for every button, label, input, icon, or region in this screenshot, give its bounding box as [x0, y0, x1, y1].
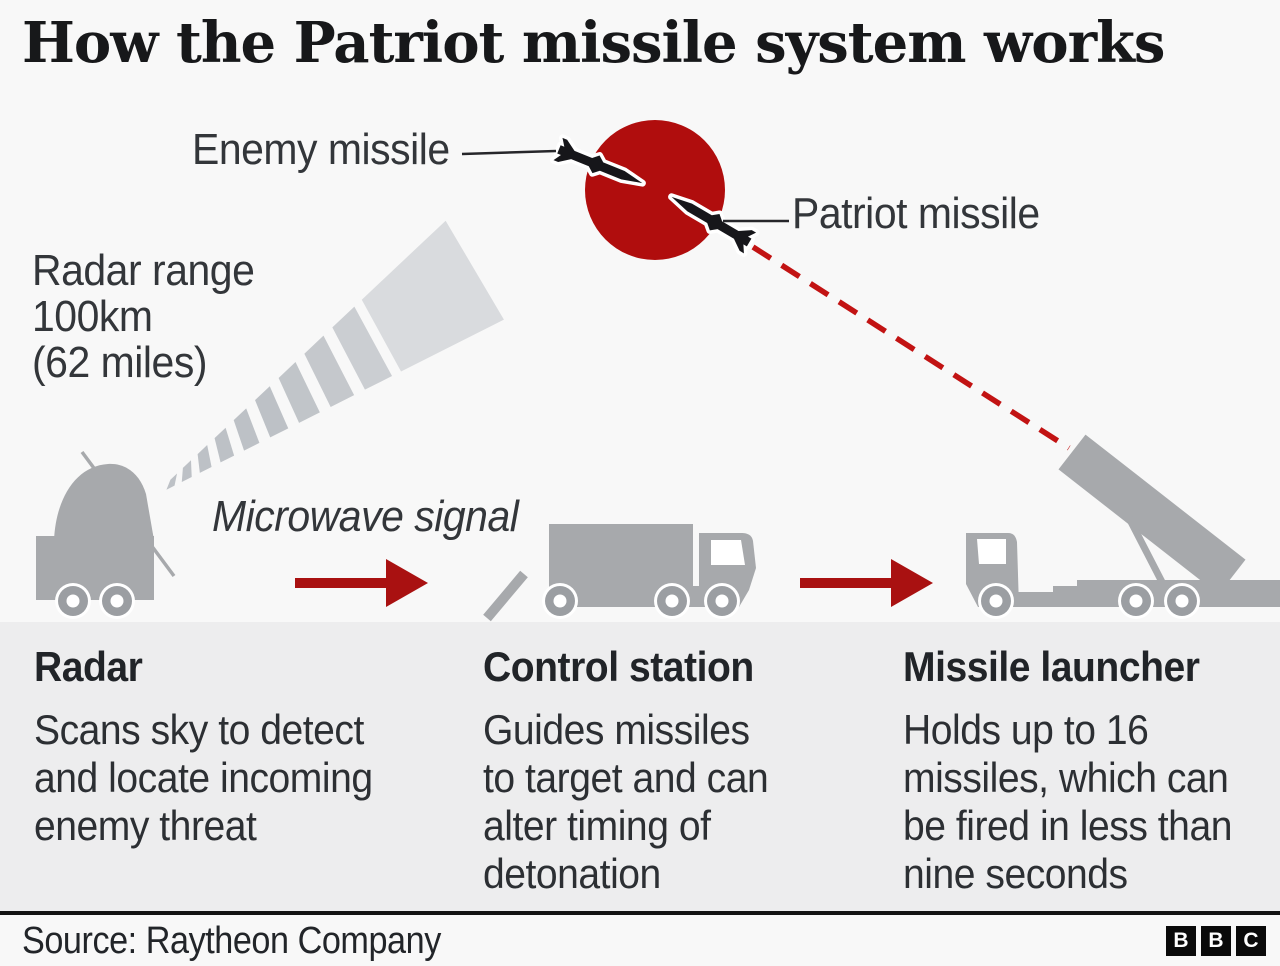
signal-arrow-2: [800, 559, 933, 607]
radar-beam-icon: [166, 220, 504, 490]
source-text: Source: Raytheon Company: [22, 920, 441, 962]
column-missile-launcher: Missile launcher Holds up to 16 missiles…: [903, 643, 1232, 897]
microwave-signal-label: Microwave signal: [212, 492, 519, 541]
signal-arrow-1: [295, 559, 428, 607]
explosion-circle: [585, 120, 725, 260]
column-radar: Radar Scans sky to detect and locate inc…: [34, 643, 373, 849]
column-missile-launcher-body: Holds up to 16 missiles, which can be fi…: [903, 706, 1232, 897]
column-radar-body: Scans sky to detect and locate incoming …: [34, 706, 373, 849]
column-radar-heading: Radar: [34, 643, 143, 690]
column-control-station-body: Guides missiles to target and can alter …: [483, 706, 769, 897]
missile-launcher-truck-icon: [966, 434, 1280, 619]
column-control-station: Control station Guides missiles to targe…: [483, 643, 774, 897]
intercept-dashed-line: [751, 244, 1071, 451]
bbc-logo: B B C: [1166, 926, 1266, 956]
page-title: How the Patriot missile system works: [22, 10, 1165, 76]
enemy-missile-pointer-line: [461, 149, 557, 156]
footer-divider: [0, 911, 1280, 915]
column-control-station-heading: Control station: [483, 643, 754, 690]
patriot-missile-label: Patriot missile: [792, 189, 1040, 238]
bbc-logo-block-2: B: [1201, 926, 1231, 956]
column-missile-launcher-heading: Missile launcher: [903, 643, 1200, 690]
caption-band: [0, 622, 1280, 911]
bbc-logo-block-1: B: [1166, 926, 1196, 956]
enemy-missile-label: Enemy missile: [192, 125, 450, 174]
radar-range-label: Radar range 100km (62 miles): [32, 246, 255, 387]
control-station-truck-icon: [483, 524, 756, 622]
bbc-logo-block-3: C: [1236, 926, 1266, 956]
radar-truck-icon: [36, 450, 176, 619]
